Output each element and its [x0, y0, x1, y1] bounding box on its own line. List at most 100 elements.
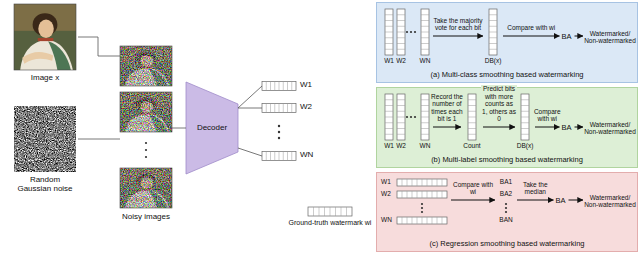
line-mark — [385, 134, 393, 135]
watermark-label: W2 — [391, 57, 411, 64]
watermark-label: W2 — [300, 102, 316, 111]
rect-mark — [421, 9, 429, 55]
line-mark — [417, 191, 418, 198]
rect-mark — [308, 207, 352, 216]
line-mark — [468, 134, 476, 135]
line-mark — [287, 82, 288, 91]
circle-mark — [421, 203, 423, 205]
flow-arrow — [483, 127, 515, 128]
circle-mark — [145, 142, 147, 144]
line-mark — [421, 128, 429, 129]
text-slot: BA — [562, 33, 572, 42]
line-mark — [427, 191, 428, 198]
watermark-label: W2 — [391, 142, 411, 149]
line-mark — [385, 99, 393, 100]
line-mark — [385, 105, 393, 106]
edge-label: Compare with wi — [450, 181, 496, 196]
rect-mark — [262, 104, 296, 113]
line-mark — [468, 99, 476, 100]
text-slot: Predict bits with more counts as 1, othe… — [481, 85, 517, 125]
bit-vector — [397, 9, 405, 55]
line-mark — [385, 43, 393, 44]
line-mark — [402, 179, 403, 186]
rect-mark — [120, 46, 172, 86]
watermark-label: W1 — [379, 142, 399, 149]
accuracy-label: BA1 — [495, 178, 517, 185]
line-mark — [397, 14, 405, 15]
vector-label: DB(x) — [515, 142, 535, 149]
flow-arrow — [575, 127, 584, 128]
bit-vector — [521, 94, 529, 140]
accuracy-label: BA — [556, 197, 566, 206]
rect-mark — [262, 152, 296, 161]
input-image: Image x — [12, 4, 78, 86]
line-mark — [442, 217, 443, 224]
ground-truth-watermark: Ground-truth watermark wi — [286, 206, 374, 240]
output-watermark: W1 — [262, 80, 314, 92]
line-mark — [489, 20, 497, 21]
line-mark — [421, 134, 429, 135]
connector-line — [172, 128, 186, 129]
rect-mark — [120, 92, 172, 132]
edge-label: Take the majority vote for each bit — [432, 17, 484, 32]
painting — [120, 46, 172, 86]
vector-label: DB(x) — [483, 57, 503, 64]
decoded-watermarks: W1W2WN — [381, 92, 433, 154]
line-mark — [385, 37, 393, 38]
text-slot: WN — [300, 150, 316, 159]
line-mark — [521, 128, 529, 129]
line-mark — [397, 99, 405, 100]
bitwise-accuracy: BA — [554, 196, 569, 207]
line-mark — [283, 152, 284, 161]
line-mark — [270, 104, 271, 113]
rect-mark — [397, 9, 405, 55]
line-mark — [421, 43, 429, 44]
text-slot: Random Gaussian noise — [15, 175, 75, 193]
decision-result: Watermarked/ Non-watermarked — [583, 193, 637, 210]
line-mark — [422, 217, 423, 224]
line-mark — [468, 105, 476, 106]
noise-image: Random Gaussian noise — [12, 106, 78, 196]
line-mark — [521, 105, 529, 106]
aggregated-watermark: DB(x) — [483, 7, 503, 69]
line-mark — [397, 134, 405, 135]
line-mark — [407, 217, 408, 224]
path-mark — [22, 52, 53, 64]
line-mark — [521, 122, 529, 123]
circle-mark — [414, 116, 416, 118]
line-mark — [422, 179, 423, 186]
rect-mark — [120, 92, 172, 132]
decoder-label: Decoder — [197, 123, 227, 132]
line-mark — [489, 32, 497, 33]
bit-vector — [385, 9, 393, 55]
line-mark — [397, 105, 405, 106]
text-slot: W1 — [300, 80, 316, 89]
watermark-label: WN — [415, 57, 435, 64]
vector-label: Count — [461, 142, 483, 149]
text-slot: Watermarked/ Non-watermarked — [583, 30, 637, 45]
ellipsis-dots — [505, 203, 507, 213]
image-caption: Image x — [12, 73, 78, 82]
panel-title: (c) Regression smoothing based watermark… — [377, 240, 637, 249]
line-mark — [489, 49, 497, 50]
circle-mark — [414, 31, 416, 33]
bit-vector — [421, 94, 429, 140]
text-slot: Noisy images — [120, 212, 172, 221]
text-slot: W1 — [379, 57, 399, 64]
circle-mark — [410, 31, 412, 33]
node-graphic — [381, 177, 451, 233]
line-mark — [468, 122, 476, 123]
bit-vector — [421, 9, 429, 55]
painting — [120, 168, 172, 208]
method-panel: (a) Multi-class smoothing based watermar… — [376, 2, 638, 83]
line-mark — [442, 191, 443, 198]
line-mark — [385, 122, 393, 123]
decoded-watermarks: W1W2 WN — [381, 7, 433, 69]
line-mark — [266, 152, 267, 161]
line-mark — [346, 207, 347, 216]
bitwise-accuracy: BA — [560, 123, 575, 134]
text-slot: BA1 — [495, 178, 517, 185]
line-mark — [270, 82, 271, 91]
line-mark — [421, 122, 429, 123]
flow-arrow — [569, 200, 584, 201]
